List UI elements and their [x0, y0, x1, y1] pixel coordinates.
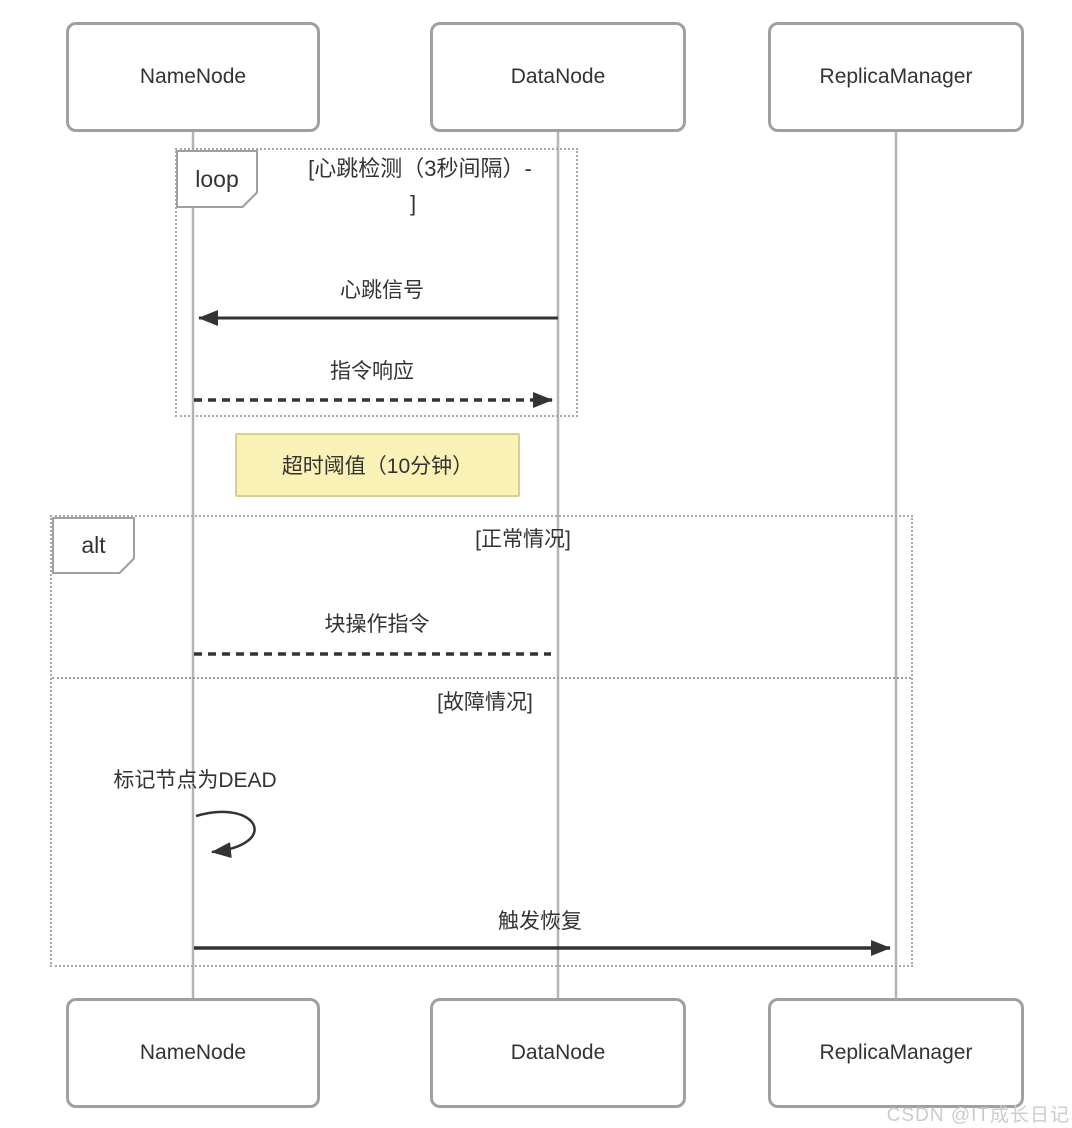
participant-label: NameNode	[139, 65, 247, 88]
alt-frame	[50, 515, 913, 967]
participant-datanode-bottom: DataNode	[430, 998, 686, 1108]
participant-namenode-bottom: NameNode	[66, 998, 320, 1108]
participant-replicamanager-top: ReplicaManager	[768, 22, 1024, 132]
participant-datanode-top: DataNode	[430, 22, 686, 132]
message-trigger-recovery: 触发恢复	[498, 910, 582, 933]
message-cmd-response: 指令响应	[330, 360, 414, 383]
message-block-cmd: 块操作指令	[324, 613, 430, 636]
loop-tag: loop	[176, 150, 258, 208]
alt-tag: alt	[52, 517, 135, 574]
note-text: 超时阈值（10分钟）	[281, 455, 474, 478]
loop-tag-label: loop	[195, 165, 239, 192]
alt-condition-failure: [故障情况]	[437, 691, 533, 714]
arrow-self-loop-mark-dead	[195, 810, 256, 859]
alt-tag-label: alt	[81, 532, 106, 558]
participant-replicamanager-bottom: ReplicaManager	[768, 998, 1024, 1108]
loop-frame	[175, 148, 578, 417]
alt-condition-normal: [正常情况]	[475, 528, 571, 551]
message-heartbeat: 心跳信号	[340, 279, 424, 302]
participant-label: ReplicaManager	[819, 1041, 973, 1064]
note-timeout-threshold: 超时阈值（10分钟）	[235, 433, 520, 497]
participant-label: DataNode	[510, 65, 606, 88]
participant-label: ReplicaManager	[819, 65, 973, 88]
loop-title-line2: ]	[409, 191, 417, 216]
watermark: CSDN @IT成长日记	[886, 1105, 1070, 1126]
loop-title-line1: [心跳检测（3秒间隔）-	[308, 156, 532, 181]
message-mark-dead: 标记节点为DEAD	[113, 769, 277, 792]
alt-section-divider	[52, 677, 911, 679]
participant-label: NameNode	[139, 1041, 247, 1064]
participant-namenode-top: NameNode	[66, 22, 320, 132]
participant-label: DataNode	[510, 1041, 606, 1064]
